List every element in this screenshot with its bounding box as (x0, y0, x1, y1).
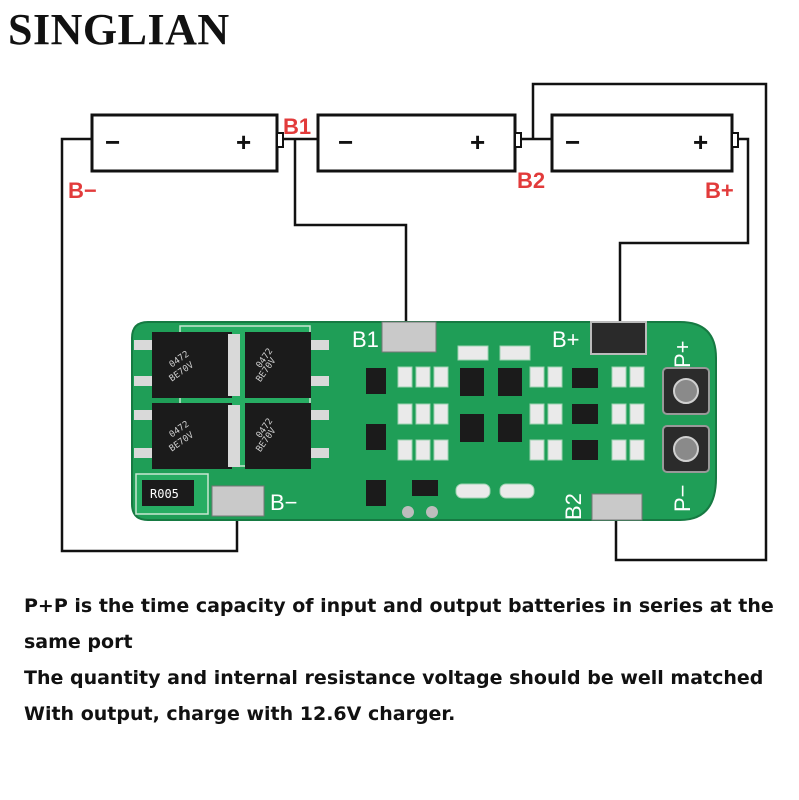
caption-line-2: same port (24, 631, 133, 653)
pad-b-minus-label: B− (270, 490, 298, 515)
cell-3: − + (550, 113, 739, 173)
pad-b-plus (590, 321, 647, 355)
label-b-plus: B+ (705, 178, 734, 203)
caption: P+P is the time capacity of input and ou… (24, 588, 784, 732)
pad-b1 (381, 321, 437, 353)
cell-3-plus: + (693, 127, 708, 157)
wires (60, 82, 768, 562)
wire-b-minus (60, 137, 239, 553)
smd-components (397, 345, 645, 499)
label-b2: B2 (517, 168, 545, 193)
pad-b2-label: B2 (561, 493, 586, 520)
label-b-minus: B− (68, 178, 97, 203)
shunt-label: R005 (150, 487, 179, 501)
test-points (402, 506, 438, 518)
mosfet-group: 0472 BE70V 0472 BE70V 0472 BE70V 0472 BE… (134, 325, 329, 469)
ic-chips (366, 368, 598, 506)
p-plus-terminal (662, 367, 710, 415)
pad-b1-label: B1 (352, 327, 379, 352)
pcb-board: 0472 BE70V 0472 BE70V 0472 BE70V 0472 BE… (131, 321, 717, 521)
caption-line-4: With output, charge with 12.6V charger. (24, 703, 456, 725)
caption-line-1: P+P is the time capacity of input and ou… (24, 595, 774, 617)
label-b1: B1 (283, 114, 311, 139)
wire-b1-down (293, 139, 408, 328)
pad-b-plus-label: B+ (552, 327, 580, 352)
caption-line-3: The quantity and internal resistance vol… (24, 667, 764, 689)
cell-2: − + (316, 113, 522, 173)
brand-logo: SINGLIAN (8, 5, 230, 54)
p-minus-label: P− (670, 484, 695, 512)
cell-3-minus: − (565, 127, 580, 157)
p-minus-terminal (662, 425, 710, 473)
pad-b-minus (211, 485, 265, 517)
wiring-diagram: − + − + − + B− B1 B2 B+ (60, 82, 768, 562)
wire-b2-up (531, 82, 768, 562)
shunt-resistor (142, 480, 194, 506)
wire-b-plus (618, 137, 750, 330)
pad-b2 (591, 493, 643, 521)
p-plus-label: P+ (670, 340, 695, 368)
cell-2-minus: − (338, 127, 353, 157)
cell-1: − + (90, 113, 284, 173)
cell-2-plus: + (470, 127, 485, 157)
cell-1-plus: + (236, 127, 251, 157)
cell-1-minus: − (105, 127, 120, 157)
